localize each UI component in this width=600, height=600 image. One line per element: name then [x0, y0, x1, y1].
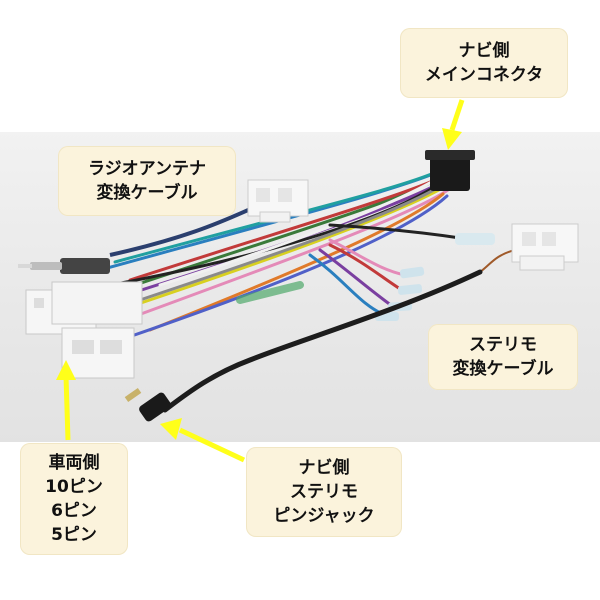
car-side-callout: 車両側 10ピン 6ピン 5ピン [20, 443, 128, 555]
yellow-arrows [56, 99, 465, 463]
radio-antenna-connector [109, 179, 309, 257]
stereo-remote-connector [479, 223, 579, 273]
car-side-line3: 6ピン [51, 501, 97, 521]
radio-antenna-line1: ラジオアンテナ [88, 159, 206, 179]
radio-antenna-line2: 変換ケーブル [96, 183, 198, 203]
bullet-connectors [375, 233, 495, 321]
car-side-line4: 5ピン [51, 525, 97, 545]
main-connector [425, 150, 475, 191]
stereo-cable-callout: ステリモ 変換ケーブル [428, 324, 578, 390]
car-side-line1: 車両側 [48, 453, 100, 473]
main-connector-callout: ナビ側 メインコネクタ [400, 28, 568, 98]
car-side-connectors [25, 281, 143, 379]
stereo-cable-line2: 変換ケーブル [452, 359, 554, 379]
stereo-jack-line1: ナビ側 [298, 458, 350, 478]
antenna-plug [18, 258, 110, 274]
stereo-jack-line3: ピンジャック [273, 506, 375, 526]
main-connector-line2: メインコネクタ [424, 65, 544, 85]
stereo-cable-line1: ステリモ [469, 335, 537, 355]
stereo-jack-callout: ナビ側 ステリモ ピンジャック [246, 447, 402, 537]
main-connector-line1: ナビ側 [458, 41, 510, 61]
car-side-line2: 10ピン [45, 477, 103, 497]
stereo-cable [124, 269, 483, 422]
stereo-jack-line2: ステリモ [290, 482, 358, 502]
radio-antenna-callout: ラジオアンテナ 変換ケーブル [58, 146, 236, 216]
